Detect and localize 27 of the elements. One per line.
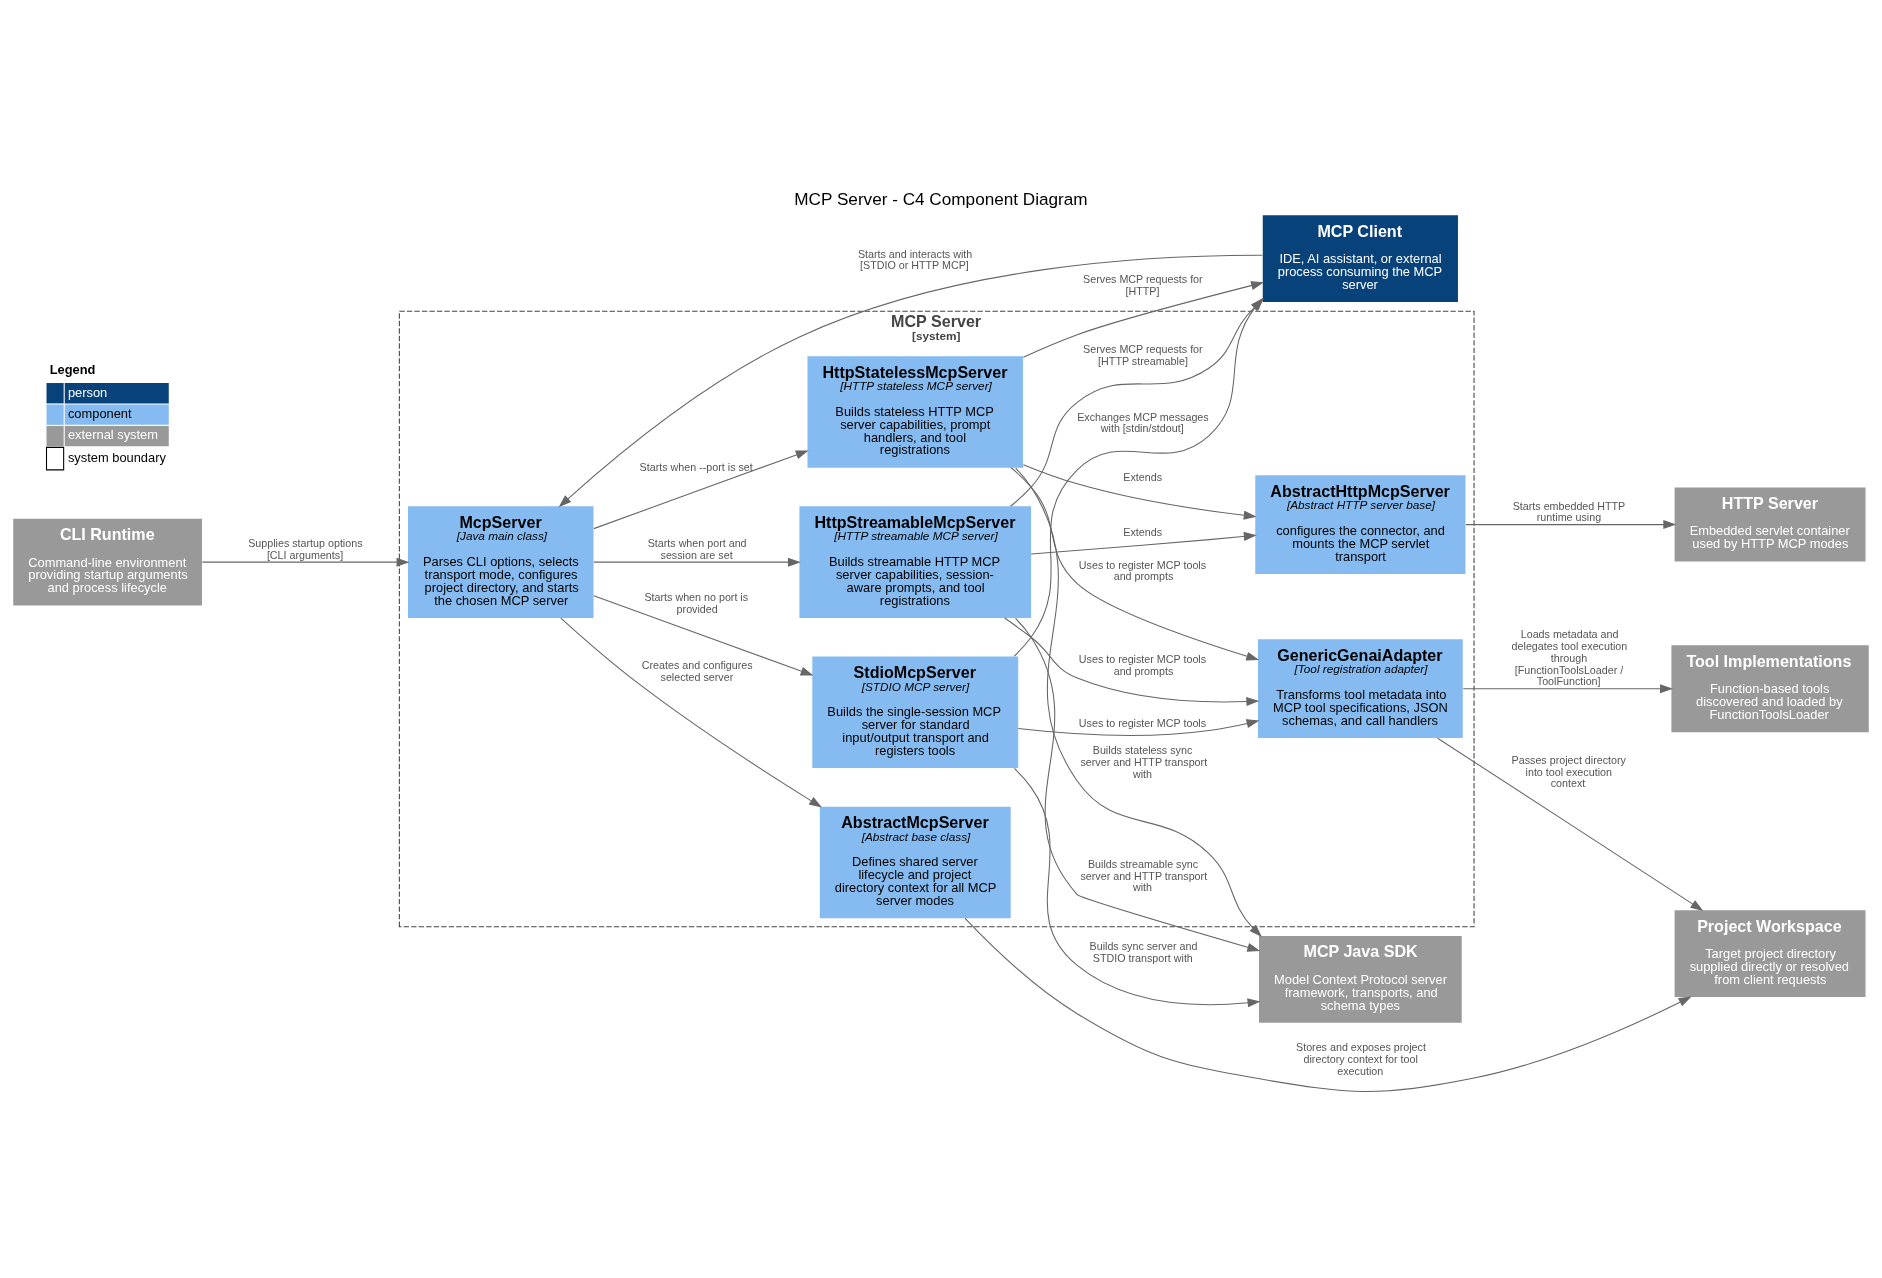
edge-label: Starts when --port is set — [639, 460, 753, 473]
edge-label: Starts and interacts with [STDIO or HTTP MCP] — [857, 247, 973, 271]
diagram-title: MCP Server - C4 Component Diagram — [794, 188, 1088, 209]
edge-label: Uses to register MCP tools and prompts — [1078, 558, 1207, 582]
edge-label: Starts embedded HTTP runtime using — [1512, 499, 1626, 523]
edge-label: Starts when port and session are set — [647, 536, 747, 561]
edge-label: Builds streamable sync server and HTTP transport with — [1080, 857, 1208, 893]
edge-label: Extends — [1123, 525, 1163, 538]
legend-label: component — [67, 405, 132, 421]
legend-label: external system — [67, 426, 159, 442]
edge-label: Builds sync server and STDIO transport with — [1089, 939, 1198, 964]
edge-label: Loads metadata and delegates tool execution through [FunctionToolsLoader / ToolFunction] — [1511, 627, 1628, 687]
legend-label: person — [67, 384, 108, 400]
edge-label: Creates and configures selected server — [641, 658, 753, 683]
edge-label: Exchanges MCP messages with [stdin/stdout] — [1077, 410, 1209, 434]
edge-label: Builds stateless sync server and HTTP transport with — [1080, 743, 1208, 780]
edge-label: Supplies startup options [CLI arguments] — [248, 536, 363, 561]
label: Legend — [49, 361, 96, 377]
edge-label: Uses to register MCP tools and prompts — [1078, 652, 1207, 677]
edge-label: Serves MCP requests for [HTTP] — [1083, 272, 1203, 297]
edge-label: Passes project directory into tool execution context — [1511, 753, 1626, 789]
edge-label: Uses to register MCP tools — [1078, 716, 1207, 729]
edge-label: Stores and exposes project directory context for tool execution — [1296, 1040, 1426, 1077]
edge-label: Extends — [1123, 470, 1163, 483]
edge-label: Starts when no port is provided — [644, 590, 749, 615]
edge-label: Serves MCP requests for [HTTP streamable] — [1083, 342, 1203, 367]
legend-label: system boundary — [67, 449, 166, 465]
